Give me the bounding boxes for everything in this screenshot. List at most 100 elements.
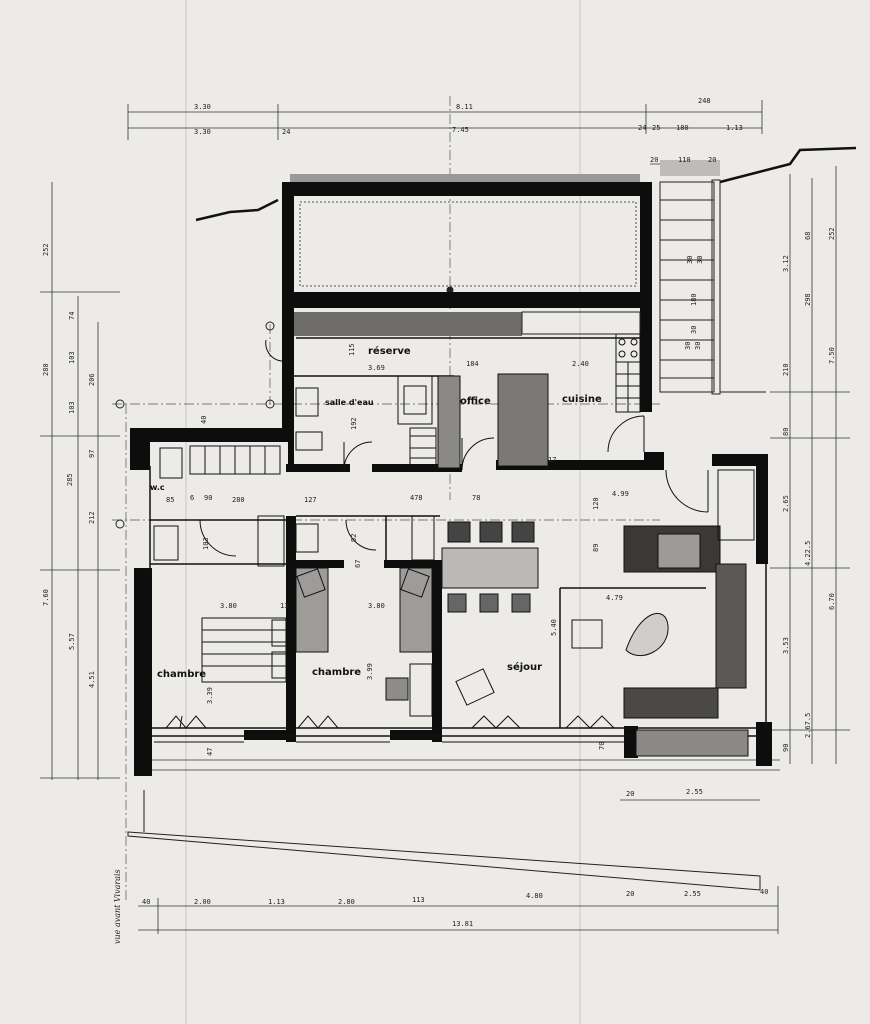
dim-label: 3.30 xyxy=(194,128,211,136)
door-swings xyxy=(199,339,709,557)
dim-label: 30 xyxy=(686,256,694,264)
dim-label: 285 xyxy=(66,473,74,486)
dim-label: 24 xyxy=(638,124,646,132)
dim-label: 68 xyxy=(804,232,812,240)
dim-label: 3.30 xyxy=(194,103,211,111)
dim-label: 2.65 xyxy=(782,495,790,512)
dim-label: 3.12 xyxy=(782,255,790,272)
room-labels: réserve salle d'eau office cuisine w.c c… xyxy=(150,345,602,680)
room-label-salle-deau: salle d'eau xyxy=(325,398,374,407)
dim-label: 17 xyxy=(548,456,556,464)
dim-label: 47 xyxy=(206,748,214,756)
dim-label: 13 xyxy=(280,602,288,610)
dim-label: 252 xyxy=(828,227,836,240)
dim-label: 3.53 xyxy=(782,637,790,654)
dim-label: 70 xyxy=(598,742,606,750)
room-label-wc: w.c xyxy=(150,483,165,492)
dimension-labels-left: 252 280 7.60 5.57 74 103 206 103 4.51 28… xyxy=(42,243,96,688)
fixtures xyxy=(153,333,641,567)
room-label-reserve: réserve xyxy=(368,345,411,357)
dim-label: 103 xyxy=(68,351,76,364)
dim-label: 210 xyxy=(782,363,790,376)
dim-label: 30 xyxy=(696,256,704,264)
dim-label: 103 xyxy=(202,537,210,550)
dim-label: 2.00 xyxy=(194,898,211,906)
dim-label: 7.60 xyxy=(42,589,50,606)
dim-label: 252 xyxy=(42,243,50,256)
dim-label: 20 xyxy=(708,156,716,164)
dim-label: 20 xyxy=(650,156,658,164)
dim-label: 90 xyxy=(204,494,212,502)
dim-label: 67 xyxy=(354,560,362,568)
dim-label: 4.51 xyxy=(88,671,96,688)
dim-label: 1.13 xyxy=(268,898,285,906)
room-label-office: office xyxy=(460,396,491,407)
dim-label: 478 xyxy=(410,494,423,502)
dim-label: 192 xyxy=(350,417,358,430)
dim-label: 5.57 xyxy=(68,633,76,650)
room-label-chambre-2: chambre xyxy=(312,667,361,678)
dim-label: 25 xyxy=(652,124,660,132)
dim-label: 4.99 xyxy=(612,490,629,498)
axis-markers xyxy=(115,286,454,529)
dim-label: 7.45 xyxy=(452,126,469,134)
bedroom-furniture xyxy=(201,567,433,717)
dim-label: 20 xyxy=(626,790,634,798)
dim-label: 92 xyxy=(350,534,358,542)
dim-label: 30 xyxy=(690,326,698,334)
dim-label: 248 xyxy=(698,97,711,105)
dim-label: 3.69 xyxy=(368,364,385,372)
dim-label: 90 xyxy=(782,744,790,752)
dim-label: 30 xyxy=(684,342,692,350)
room-label-chambre-1: chambre xyxy=(157,669,206,680)
dim-label: 180 xyxy=(690,293,698,306)
dim-label: 3.99 xyxy=(366,663,374,680)
dim-label: 2.40 xyxy=(572,360,589,368)
dim-label: 3.39 xyxy=(206,687,214,704)
dim-label: 113 xyxy=(412,896,425,904)
dimension-labels-stairs: 30 30 180 30 30 30 xyxy=(684,256,704,350)
dim-label: 97 xyxy=(88,450,96,458)
thin-partitions xyxy=(149,337,767,737)
kitchen-units xyxy=(409,373,549,469)
dim-label: 80 xyxy=(782,428,790,436)
dim-label: 280 xyxy=(42,363,50,376)
dim-label: 78 xyxy=(472,494,480,502)
dim-label: 40 xyxy=(760,888,768,896)
dim-label: 6 xyxy=(190,494,194,502)
dim-label: 127 xyxy=(304,496,317,504)
dim-label: 120 xyxy=(592,497,600,510)
dim-label: 103 xyxy=(68,401,76,414)
dim-label: 180 xyxy=(676,124,689,132)
dim-label: 2.67.5 xyxy=(804,713,812,738)
dim-label: 110 xyxy=(678,156,691,164)
dim-label: 6.70 xyxy=(828,593,836,610)
staircase xyxy=(659,179,766,395)
dimension-labels-interior: 115 3.69 184 2.40 40 192 17 85 6 90 280 … xyxy=(166,343,629,756)
dim-label: 4.79 xyxy=(606,594,623,602)
dim-label: 30 xyxy=(694,342,702,350)
dim-label: 2.55 xyxy=(684,890,701,898)
dim-label: 5.40 xyxy=(550,619,558,636)
dim-label: 115 xyxy=(348,343,356,356)
dim-label: 7.50 xyxy=(828,347,836,364)
dim-label: 85 xyxy=(166,496,174,504)
room-label-cuisine: cuisine xyxy=(562,394,602,405)
dim-label: 40 xyxy=(200,416,208,424)
dim-label: 212 xyxy=(88,511,96,524)
dim-label-total: 13.81 xyxy=(452,920,473,928)
dim-label: 298 xyxy=(804,293,812,306)
dim-label: 2.80 xyxy=(338,898,355,906)
dim-label: 89 xyxy=(592,544,600,552)
dim-label: 3.80 xyxy=(220,602,237,610)
dim-label: 1.13 xyxy=(726,124,743,132)
dimension-labels-right: 252 3.12 7.50 6.70 68 298 210 80 4.22.5 … xyxy=(782,227,836,752)
dim-label: 4.22.5 xyxy=(804,541,812,566)
windows xyxy=(154,715,624,743)
living-furniture xyxy=(441,469,755,757)
dim-label: 2.55 xyxy=(686,788,703,796)
terrain-profile xyxy=(127,146,857,891)
room-label-sejour: séjour xyxy=(507,661,542,673)
